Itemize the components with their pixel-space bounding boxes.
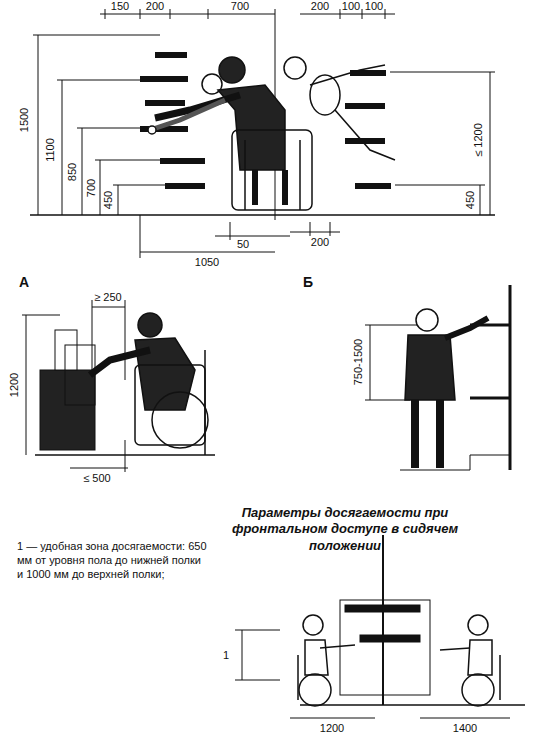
- dimension-label: 1100: [44, 137, 56, 163]
- dimension-label: 50: [236, 238, 250, 250]
- dimension-label: 200: [310, 236, 330, 248]
- dimension-label: 850: [66, 162, 78, 182]
- dimension-label: 1050: [194, 256, 220, 268]
- view-letter: Б: [302, 275, 314, 290]
- dimension-label: 100: [364, 0, 384, 12]
- dimension-label: 1500: [18, 107, 30, 133]
- note-text: 1 — удобная зона досягаемости: 650 мм от…: [16, 540, 208, 581]
- dimension-label: ≥ 250: [93, 291, 122, 303]
- section-title: Параметры досягаемости при фронтальном д…: [195, 505, 495, 554]
- dimension-label: 1: [222, 649, 230, 661]
- dimension-label: 100: [341, 0, 361, 12]
- dimension-label: 700: [230, 0, 250, 12]
- dimension-label: ≤ 1200: [472, 122, 484, 158]
- dimension-label: 1200: [8, 372, 20, 398]
- dimension-label: 1200: [319, 722, 345, 734]
- dimension-label: 1400: [452, 722, 478, 734]
- dimension-label: 200: [145, 0, 165, 12]
- dimension-label: 750-1500: [352, 338, 364, 387]
- dimension-label: 150: [110, 0, 130, 12]
- dimension-label: 700: [85, 178, 97, 198]
- dimension-label: 450: [464, 190, 476, 210]
- dimension-label: ≤ 500: [82, 472, 111, 484]
- dimension-label: 450: [102, 190, 114, 210]
- view-letter: А: [18, 275, 30, 290]
- dimension-label: 200: [310, 0, 330, 12]
